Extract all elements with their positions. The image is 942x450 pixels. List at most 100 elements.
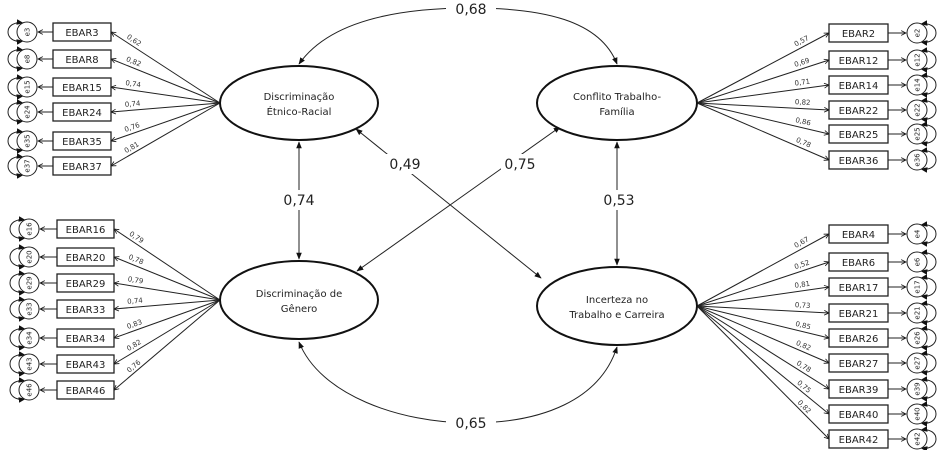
indicator-label: EBAR36 [839, 156, 879, 167]
error-variance-loop [7, 128, 24, 154]
loading-label: 0,78 [795, 359, 812, 374]
indicator-box [52, 22, 112, 42]
error-variance-loop [920, 97, 937, 123]
error-label: e27 [914, 356, 922, 369]
loading-arrow [696, 233, 829, 307]
loading-label: 0,82 [795, 98, 811, 107]
error-label: e29 [26, 276, 34, 289]
loading-arrow [114, 299, 221, 364]
covariance-label-bg [600, 190, 638, 210]
error-label: e12 [914, 53, 922, 66]
indicator-box [828, 100, 889, 120]
indicator-label: EBAR39 [839, 385, 879, 396]
loading-label: 0,75 [795, 379, 812, 395]
error-variance-loop [920, 376, 937, 402]
loading-label: 0,74 [127, 297, 144, 306]
error-variance-loop [920, 72, 937, 98]
error-circle [906, 223, 928, 245]
error-label: e33 [26, 302, 34, 315]
error-variance-loop [920, 350, 937, 376]
indicator-box [56, 380, 115, 400]
indicator-label: EBAR12 [839, 56, 879, 67]
latent-ctf-label: Família [599, 106, 634, 118]
indicator-label: EBAR8 [65, 55, 98, 66]
covariance-label: 0,49 [389, 157, 420, 173]
indicator-label: EBAR24 [62, 108, 102, 119]
covariance-label-bg [501, 154, 539, 174]
indicator-label: EBAR2 [842, 29, 875, 40]
error-circle [906, 403, 928, 425]
error-circle [906, 49, 928, 71]
covariance-label: 0,75 [504, 157, 535, 173]
loading-label: 0,86 [795, 116, 813, 127]
loading-arrow [696, 305, 829, 338]
error-variance-loop [9, 244, 26, 270]
error-circle [906, 378, 928, 400]
error-label: e17 [914, 280, 922, 293]
covariance-ctf-dg [356, 126, 561, 272]
indicator-box [56, 247, 115, 267]
latent-der-label: Étnico-Racial [267, 105, 332, 118]
error-variance-loop [7, 74, 24, 100]
indicator-label: EBAR29 [66, 279, 106, 290]
error-label: e4 [914, 229, 922, 238]
error-label: e6 [914, 257, 922, 266]
error-circle [18, 353, 40, 375]
loading-arrow [111, 102, 221, 166]
loading-arrow [696, 85, 829, 104]
error-label: e20 [26, 250, 34, 263]
loading-label: 0,78 [127, 253, 144, 266]
covariance-label-bg [280, 190, 318, 210]
indicator-box [828, 224, 889, 244]
indicator-box [828, 75, 889, 95]
loading-label: 0,79 [128, 230, 145, 245]
error-variance-loop [7, 19, 24, 45]
loading-arrow [696, 32, 829, 104]
loading-label: 0,81 [794, 280, 811, 290]
error-circle [906, 149, 928, 171]
error-variance-loop [9, 270, 26, 296]
covariance-label-bg [386, 154, 424, 174]
error-circle [906, 251, 928, 273]
loading-label: 0,73 [795, 301, 811, 310]
indicator-box [828, 23, 889, 43]
loading-arrow [114, 283, 221, 301]
error-circle [18, 379, 40, 401]
error-circle [16, 48, 38, 70]
error-variance-loop [920, 121, 937, 147]
error-label: e46 [26, 383, 34, 397]
error-variance-loop [920, 401, 937, 427]
error-circle [18, 298, 40, 320]
indicator-box [828, 379, 889, 399]
error-circle [906, 276, 928, 298]
indicator-box [828, 429, 889, 449]
indicator-box [56, 299, 115, 319]
indicator-box [828, 252, 889, 272]
indicator-label: EBAR40 [839, 410, 879, 421]
covariance-label: 0,65 [455, 416, 486, 432]
loading-arrow [111, 102, 221, 112]
loading-label: 0,82 [125, 55, 142, 68]
indicator-label: EBAR20 [66, 253, 106, 264]
loading-arrow [696, 102, 829, 110]
loading-arrow [696, 305, 829, 389]
indicator-box [828, 50, 889, 70]
indicator-box [52, 131, 112, 151]
error-circle [16, 101, 38, 123]
indicator-box [828, 303, 889, 323]
error-circle [16, 76, 38, 98]
indicator-label: EBAR16 [66, 225, 106, 236]
error-label: e42 [914, 432, 922, 445]
error-circle [16, 130, 38, 152]
error-label: e3 [24, 28, 32, 37]
error-variance-loop [920, 249, 937, 275]
error-variance-loop [9, 351, 26, 377]
loading-arrow [696, 60, 829, 104]
error-variance-loop [9, 296, 26, 322]
indicator-box [52, 77, 112, 97]
indicator-box [828, 404, 889, 424]
indicator-label: EBAR6 [842, 258, 875, 269]
covariance-label: 0,74 [283, 193, 314, 209]
indicator-box [56, 354, 115, 374]
